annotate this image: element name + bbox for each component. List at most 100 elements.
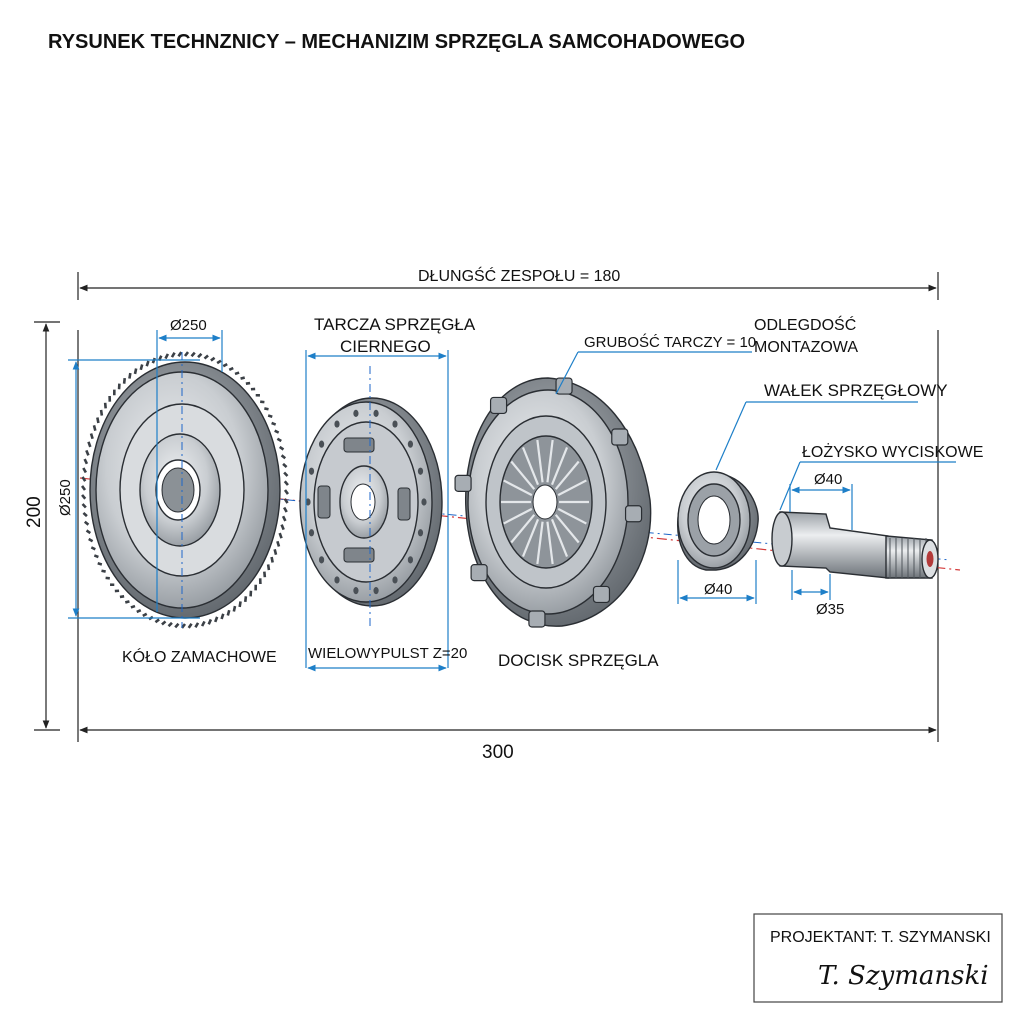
pressure-plate (454, 377, 652, 628)
rivet (318, 556, 325, 564)
ring-gear-tooth (187, 622, 193, 629)
ring-gear-tooth (154, 618, 160, 624)
ring-gear-tooth (222, 362, 228, 368)
flywheel-diameter-side: Ø250 (57, 479, 74, 516)
rivet (421, 498, 427, 506)
ring-gear-tooth (216, 359, 222, 365)
ring-gear-tooth (93, 554, 99, 559)
ring-gear-tooth (142, 612, 148, 618)
ring-gear-tooth (278, 532, 283, 539)
ring-gear-tooth (96, 417, 100, 424)
diaphragm-finger (554, 460, 580, 490)
overall-height-label: 200 (24, 496, 45, 528)
ring-gear-tooth (97, 562, 103, 566)
ring-gear-tooth (283, 498, 289, 504)
friction-disc-dimension (305, 350, 449, 672)
ring-gear-tooth (271, 421, 277, 426)
ring-gear-tooth (87, 441, 92, 448)
ring-gear-tooth (270, 556, 274, 563)
ring-gear-tooth (85, 449, 90, 456)
diaphragm-finger (536, 521, 544, 565)
drawing-title: RYSUNEK TECHNZNICY – MECHANIZIM SPRZĘGLA… (48, 31, 745, 53)
ring-gear-tooth (89, 433, 94, 440)
release-bearing-label: ŁOŻYSKO WYCISKOWE (802, 442, 983, 461)
ring-gear-tooth (283, 506, 288, 513)
ring-gear-tooth (92, 425, 97, 432)
damper-springs (317, 437, 411, 563)
ring-gear-tooth (145, 360, 150, 367)
diaphragm-finger (536, 439, 544, 483)
ring-gear-tooth (283, 480, 289, 486)
flywheel-dimension-top: Ø250 (156, 317, 223, 612)
rivet (417, 529, 424, 537)
title-block: PROJEKTANT: T. SZYMANSKI T. Szymanski (753, 913, 1003, 1003)
ring-gear-tooth (82, 511, 88, 518)
bearing-diameter-label: Ø40 (704, 581, 732, 598)
designer-label: PROJEKTANT: T. SZYMANSKI (770, 929, 991, 946)
clutch-shaft-label: WAŁEK SPRZĘGŁOWY (764, 381, 948, 400)
ring-gear-tooth (119, 595, 125, 599)
overall-length-dimension: DŁUNGŚĆ ZESPOŁU = 180 (77, 266, 939, 300)
diaphragm-finger (557, 479, 587, 497)
friction-disc (299, 397, 443, 607)
rivet (392, 576, 398, 584)
ring-gear-tooth (264, 407, 269, 411)
ring-gear-tooth (83, 458, 89, 465)
ring-gear-tooth (128, 372, 132, 379)
ring-gear-tooth (161, 620, 167, 626)
ring-gear-tooth (197, 352, 203, 359)
rivet (353, 409, 359, 417)
disc-thickness-callout: GRUBOŚĆ TARCZY = 10 (555, 333, 756, 395)
diaphragm-finger (503, 479, 533, 497)
ring-gear-tooth (276, 540, 281, 547)
diaphragm-finger (546, 521, 554, 565)
diaphragm-finger (546, 439, 554, 483)
ring-gear-tooth (245, 381, 251, 385)
ring-gear-tooth (283, 471, 289, 477)
rivet (353, 587, 359, 595)
ring-gear-tooth (174, 622, 180, 629)
flywheel-dimension-side: Ø250 (57, 352, 200, 628)
mounting-lug (454, 474, 472, 492)
ring-gear-tooth (81, 503, 87, 509)
flywheel-label: KÓŁO ZAMACHOWE (122, 647, 277, 666)
shaft-diameter-bottom: Ø35 (816, 601, 844, 618)
ring-gear-tooth (200, 620, 206, 627)
ring-gear-tooth (83, 520, 90, 526)
rivet (308, 529, 315, 537)
designer-signature: T. Szymanski (818, 961, 989, 991)
rivet (417, 467, 424, 475)
mounting-lug (555, 377, 573, 395)
ring-gear-tooth (226, 609, 231, 616)
ring-gear-tooth (167, 621, 173, 628)
ring-gear-tooth (122, 377, 127, 384)
mounting-lug (489, 396, 508, 415)
ring-gear-tooth (207, 618, 213, 625)
friction-disc-label-line2: CIERNEGO (340, 337, 431, 356)
rivet (407, 556, 414, 564)
ring-gear-tooth (88, 537, 94, 543)
ring-gear-tooth (81, 476, 87, 482)
rivet (334, 576, 340, 584)
ring-gear-tooth (228, 366, 234, 372)
ring-gear-tooth (190, 351, 196, 358)
diaphragm-finger (550, 447, 569, 486)
rivet (318, 440, 325, 448)
mount-distance-label-line2: MONTAZOWA (754, 339, 858, 356)
rivet (392, 420, 398, 428)
ring-gear-tooth (276, 437, 282, 443)
ring-gear-tooth (130, 604, 136, 609)
ring-gear-tooth (164, 353, 170, 360)
ring-gear-tooth (281, 515, 287, 522)
clutch-shaft-leader: WAŁEK SPRZĘGŁOWY (715, 381, 948, 471)
ring-gear-tooth (278, 445, 285, 451)
shaft-diameter-top: Ø40 (814, 471, 842, 488)
mount-distance-label-line1: ODLEGDOŚĆ (754, 315, 856, 334)
ring-gear-tooth (99, 409, 104, 416)
ring-gear-tooth (210, 356, 216, 362)
ring-gear-tooth (170, 352, 176, 358)
ring-gear-tooth (243, 596, 248, 603)
ring-gear-tooth (274, 429, 280, 434)
ring-gear-tooth (267, 414, 273, 418)
